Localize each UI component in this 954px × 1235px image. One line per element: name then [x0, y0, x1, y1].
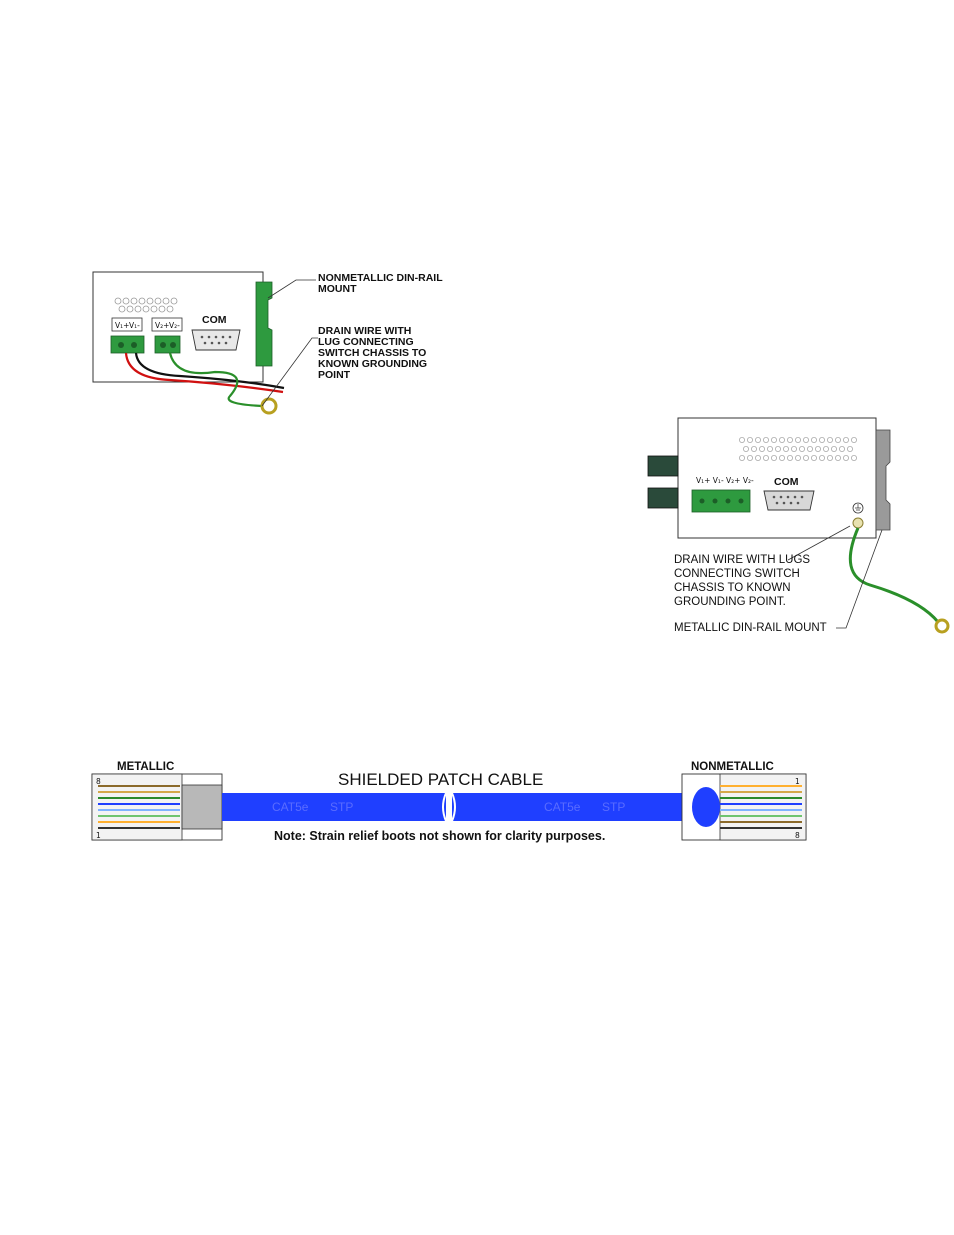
figure-metallic-switch: V₁+ V₁- V₂+ V₂- COM DRAIN WIRE WITH LUGS…: [647, 417, 950, 634]
pin-left-top: 8: [96, 777, 101, 786]
vent-holes-2: [739, 436, 858, 461]
metallic-shield-left: [181, 784, 223, 830]
cable-end-right: [692, 787, 720, 827]
pin-right-top: 1: [795, 777, 800, 786]
wires-right: [720, 785, 802, 829]
ground-screw: [852, 517, 864, 529]
callout-drain2-line2: CONNECTING SWITCH: [674, 568, 800, 580]
terminal-label-2: V₁+ V₁- V₂+ V₂-: [696, 476, 754, 485]
wire-black: [134, 352, 285, 390]
nonmetallic-header: NONMETALLIC: [691, 761, 774, 773]
cable-segment-right: [452, 793, 688, 821]
figure-nonmetallic-switch: V₁+ V₁- V₂+ V₂- COM NONMETALLIC DIN-RAIL…: [92, 271, 443, 415]
ground-lug-2: [934, 618, 950, 634]
cable-label-left-stp: STP: [330, 800, 353, 814]
com-port-1: [191, 329, 241, 351]
callout-drain-line2: LUG CONNECTING: [318, 336, 414, 348]
wire-red: [124, 352, 284, 394]
callout-drain2-line1: DRAIN WIRE WITH LUGS: [674, 554, 810, 566]
cable-label-left-type: CAT5e: [272, 800, 309, 814]
cable-title: SHIELDED PATCH CABLE: [338, 770, 543, 789]
figure-shielded-patch-cable: METALLIC NONMETALLIC SHIELDED PATCH CABL…: [91, 761, 807, 843]
switch-chassis-2: [677, 417, 877, 539]
cable-note: Note: Strain relief boots not shown for …: [274, 829, 605, 843]
callout-drain-line3: SWITCH CHASSIS TO: [318, 347, 426, 359]
vent-holes: [114, 297, 178, 313]
callout-drain-line1: DRAIN WIRE WITH: [318, 325, 411, 337]
com-label-1: COM: [202, 314, 227, 326]
callout-mount-line2: MOUNT: [318, 283, 357, 295]
fiber-port-1: [647, 455, 679, 477]
callout-drain-line4: KNOWN GROUNDING: [318, 358, 427, 370]
fiber-port-2: [647, 487, 679, 509]
terminal-label-v1n: V₁-: [129, 321, 140, 330]
terminal-label-v2n: V₂-: [169, 321, 180, 330]
callout-mount-line1: NONMETALLIC DIN-RAIL: [318, 272, 443, 284]
metallic-header: METALLIC: [117, 761, 174, 773]
callout-drain2-line4: GROUNDING POINT.: [674, 596, 786, 608]
com-port-2: [763, 490, 815, 511]
wires-left: [98, 785, 180, 829]
cable-segment-left: [222, 793, 446, 821]
terminal-label-v1p: V₁+: [115, 321, 129, 330]
terminal-block-1: [110, 335, 145, 354]
pin-right-bottom: 8: [795, 831, 800, 840]
terminal-label-v2p: V₂+: [155, 321, 169, 330]
ground-lug-1: [260, 397, 278, 415]
callout-drain2-line3: CHASSIS TO KNOWN: [674, 582, 791, 594]
cable-label-right-type: CAT5e: [544, 800, 581, 814]
nonmetallic-din-rail-mount: [255, 281, 273, 367]
pin-left-bottom: 1: [96, 831, 101, 840]
wire-green-drain-2: [848, 527, 940, 623]
ground-symbol-icon: [852, 502, 864, 514]
metallic-din-rail-mount: [875, 429, 891, 531]
cable-label-right-stp: STP: [602, 800, 625, 814]
callout-metallic-mount: METALLIC DIN-RAIL MOUNT: [674, 622, 827, 634]
terminal-block-2: [154, 335, 181, 354]
terminal-block-3: [691, 489, 751, 513]
wire-green-drain: [168, 352, 263, 408]
com-label-2: COM: [774, 476, 799, 488]
callout-drain-line5: POINT: [318, 369, 351, 381]
